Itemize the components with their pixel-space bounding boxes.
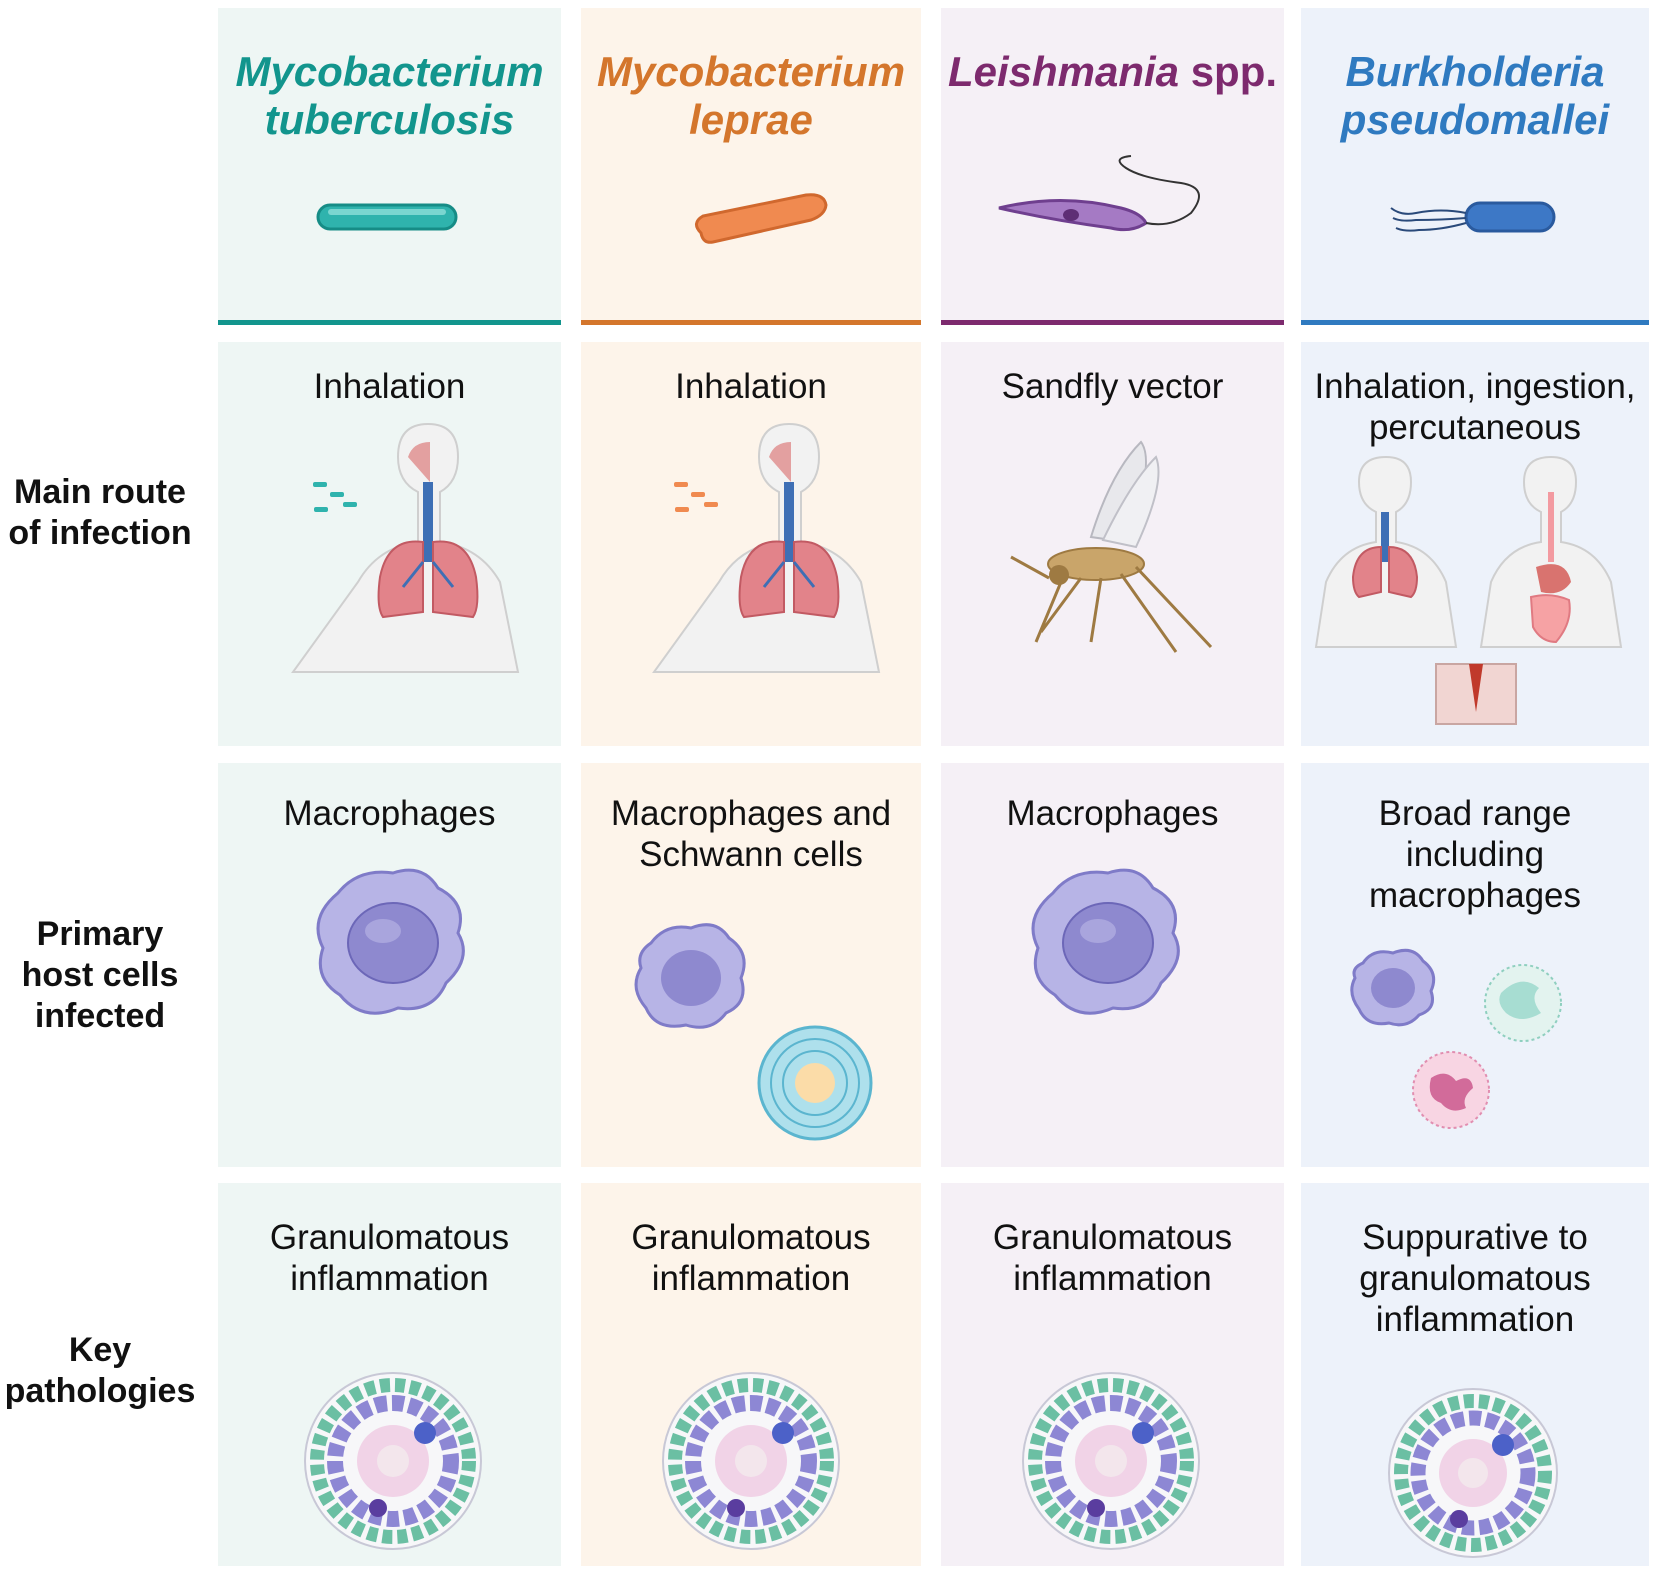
pathology-text: Suppurative to granulomatous inflammatio… — [1359, 1218, 1591, 1339]
header-cell: Burkholderia pseudomallei — [1301, 8, 1649, 325]
leishmania-promastigote-icon — [998, 155, 1200, 232]
flagellated-bacterium-icon — [1390, 201, 1556, 233]
host-cells-text: Broad range including macrophages — [1368, 794, 1582, 915]
column-m-leprae: Mycobacterium leprae Inhalation Macropha… — [581, 0, 921, 1572]
pathology-cell: Granulomatous inflammation — [581, 1183, 921, 1566]
human-respiratory-inhalation-icon — [652, 422, 881, 673]
pathology-text: Granulomatous inflammation — [631, 1218, 871, 1298]
header-divider — [581, 320, 921, 325]
pathogen-name-line1: Mycobacterium — [235, 48, 544, 95]
pathogen-name-italic: Leishmania — [947, 48, 1180, 95]
header-cell: Mycobacterium leprae — [581, 8, 921, 325]
pathogen-name-suffix: spp. — [1179, 48, 1278, 95]
route-cell: Inhalation — [218, 342, 561, 746]
macrophage-schwann-cell-icon — [634, 923, 873, 1141]
granuloma-icon — [1388, 1388, 1558, 1558]
route-text: Inhalation — [313, 367, 466, 406]
sandfly-icon — [1010, 440, 1213, 653]
row-label-pathology: Key pathologies — [4, 1331, 196, 1410]
header-divider — [941, 320, 1284, 325]
rod-bacterium-icon — [695, 193, 828, 244]
row-label-host-cells: Primary host cells infected — [21, 915, 179, 1035]
pathogen-name: Mycobacterium leprae — [581, 48, 921, 144]
pathogen-name: Burkholderia pseudomallei — [1301, 48, 1649, 144]
column-b-pseudomallei: Burkholderia pseudomallei Inhalation, in… — [1301, 0, 1649, 1572]
macrophage-icon — [316, 868, 465, 1015]
pathology-cell: Suppurative to granulomatous inflammatio… — [1301, 1183, 1649, 1566]
pathogen-name: Mycobacterium tuberculosis — [218, 48, 561, 144]
host-cells-text: Macrophages and Schwann cells — [610, 794, 892, 874]
pathogen-name-line2: tuberculosis — [264, 96, 515, 143]
pathogen-name: Leishmania spp. — [941, 48, 1284, 96]
route-text: Sandfly vector — [1001, 367, 1224, 406]
pathogen-name-line2: leprae — [689, 96, 813, 143]
macrophage-monocyte-neutrophil-icon — [1350, 948, 1562, 1129]
header-divider — [1301, 320, 1649, 325]
route-cell: Inhalation, ingestion, percutaneous — [1301, 342, 1649, 746]
pathogen-name-line1: Mycobacterium — [596, 48, 906, 95]
header-cell: Mycobacterium tuberculosis — [218, 8, 561, 325]
pathology-text: Granulomatous inflammation — [992, 1218, 1233, 1298]
human-respiratory-inhalation-icon — [291, 422, 520, 673]
host-cells-text: Macrophages — [1006, 794, 1219, 833]
pathology-text: Granulomatous inflammation — [269, 1218, 510, 1298]
pathology-cell: Granulomatous inflammation — [218, 1183, 561, 1566]
route-text: Inhalation, ingestion, percutaneous — [1314, 367, 1636, 447]
pathogen-name-line2: pseudomallei — [1340, 96, 1610, 143]
header-cell: Leishmania spp. — [941, 8, 1284, 325]
macrophage-icon — [1031, 868, 1180, 1015]
route-cell: Sandfly vector — [941, 342, 1284, 746]
header-divider — [218, 320, 561, 325]
host-cells-cell: Broad range including macrophages — [1301, 763, 1649, 1167]
column-leishmania: Leishmania spp. Sandfly vector Macrophag… — [941, 0, 1284, 1572]
pathogen-name-line1: Burkholderia — [1345, 48, 1605, 95]
column-m-tuberculosis: Mycobacterium tuberculosis Inhalation Ma… — [218, 0, 561, 1572]
rod-bacterium-icon — [316, 203, 458, 231]
route-text: Inhalation — [675, 367, 827, 406]
route-cell: Inhalation — [581, 342, 921, 746]
pathology-cell: Granulomatous inflammation — [941, 1183, 1284, 1566]
host-cells-cell: Macrophages and Schwann cells — [581, 763, 921, 1167]
granuloma-icon — [304, 1372, 482, 1550]
granuloma-icon — [1022, 1372, 1200, 1550]
granuloma-icon — [662, 1372, 840, 1550]
host-cells-text: Macrophages — [283, 794, 496, 833]
respiratory-digestive-skin-icon — [1314, 455, 1623, 725]
row-label-route: Main route of infection — [8, 473, 192, 552]
host-cells-cell: Macrophages — [941, 763, 1284, 1167]
host-cells-cell: Macrophages — [218, 763, 561, 1167]
